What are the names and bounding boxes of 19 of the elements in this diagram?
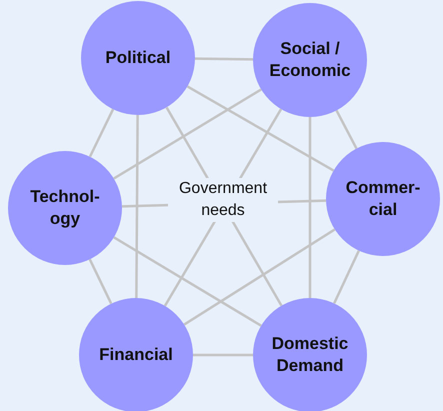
connector-line <box>135 115 139 298</box>
connector-line <box>88 258 112 304</box>
center-label: Government needs <box>168 178 278 222</box>
topic-label: Financial <box>98 344 174 366</box>
connector-line <box>335 110 358 150</box>
topic-label: Social / Economic <box>268 38 352 82</box>
connector-line <box>186 85 334 172</box>
topic-label: Technol- ogy <box>29 186 101 230</box>
connector-line <box>184 228 336 326</box>
topic-label: Political <box>104 47 172 69</box>
connector-line <box>113 236 262 327</box>
topic-label: Domestic Demand <box>270 333 350 377</box>
connector-line <box>194 57 254 61</box>
topic-label: Commer- cial <box>344 177 422 221</box>
connector-line <box>308 117 312 298</box>
connector-line <box>88 108 114 158</box>
connector-line <box>113 88 262 180</box>
connector-line <box>193 354 253 356</box>
connector-line <box>333 250 360 304</box>
